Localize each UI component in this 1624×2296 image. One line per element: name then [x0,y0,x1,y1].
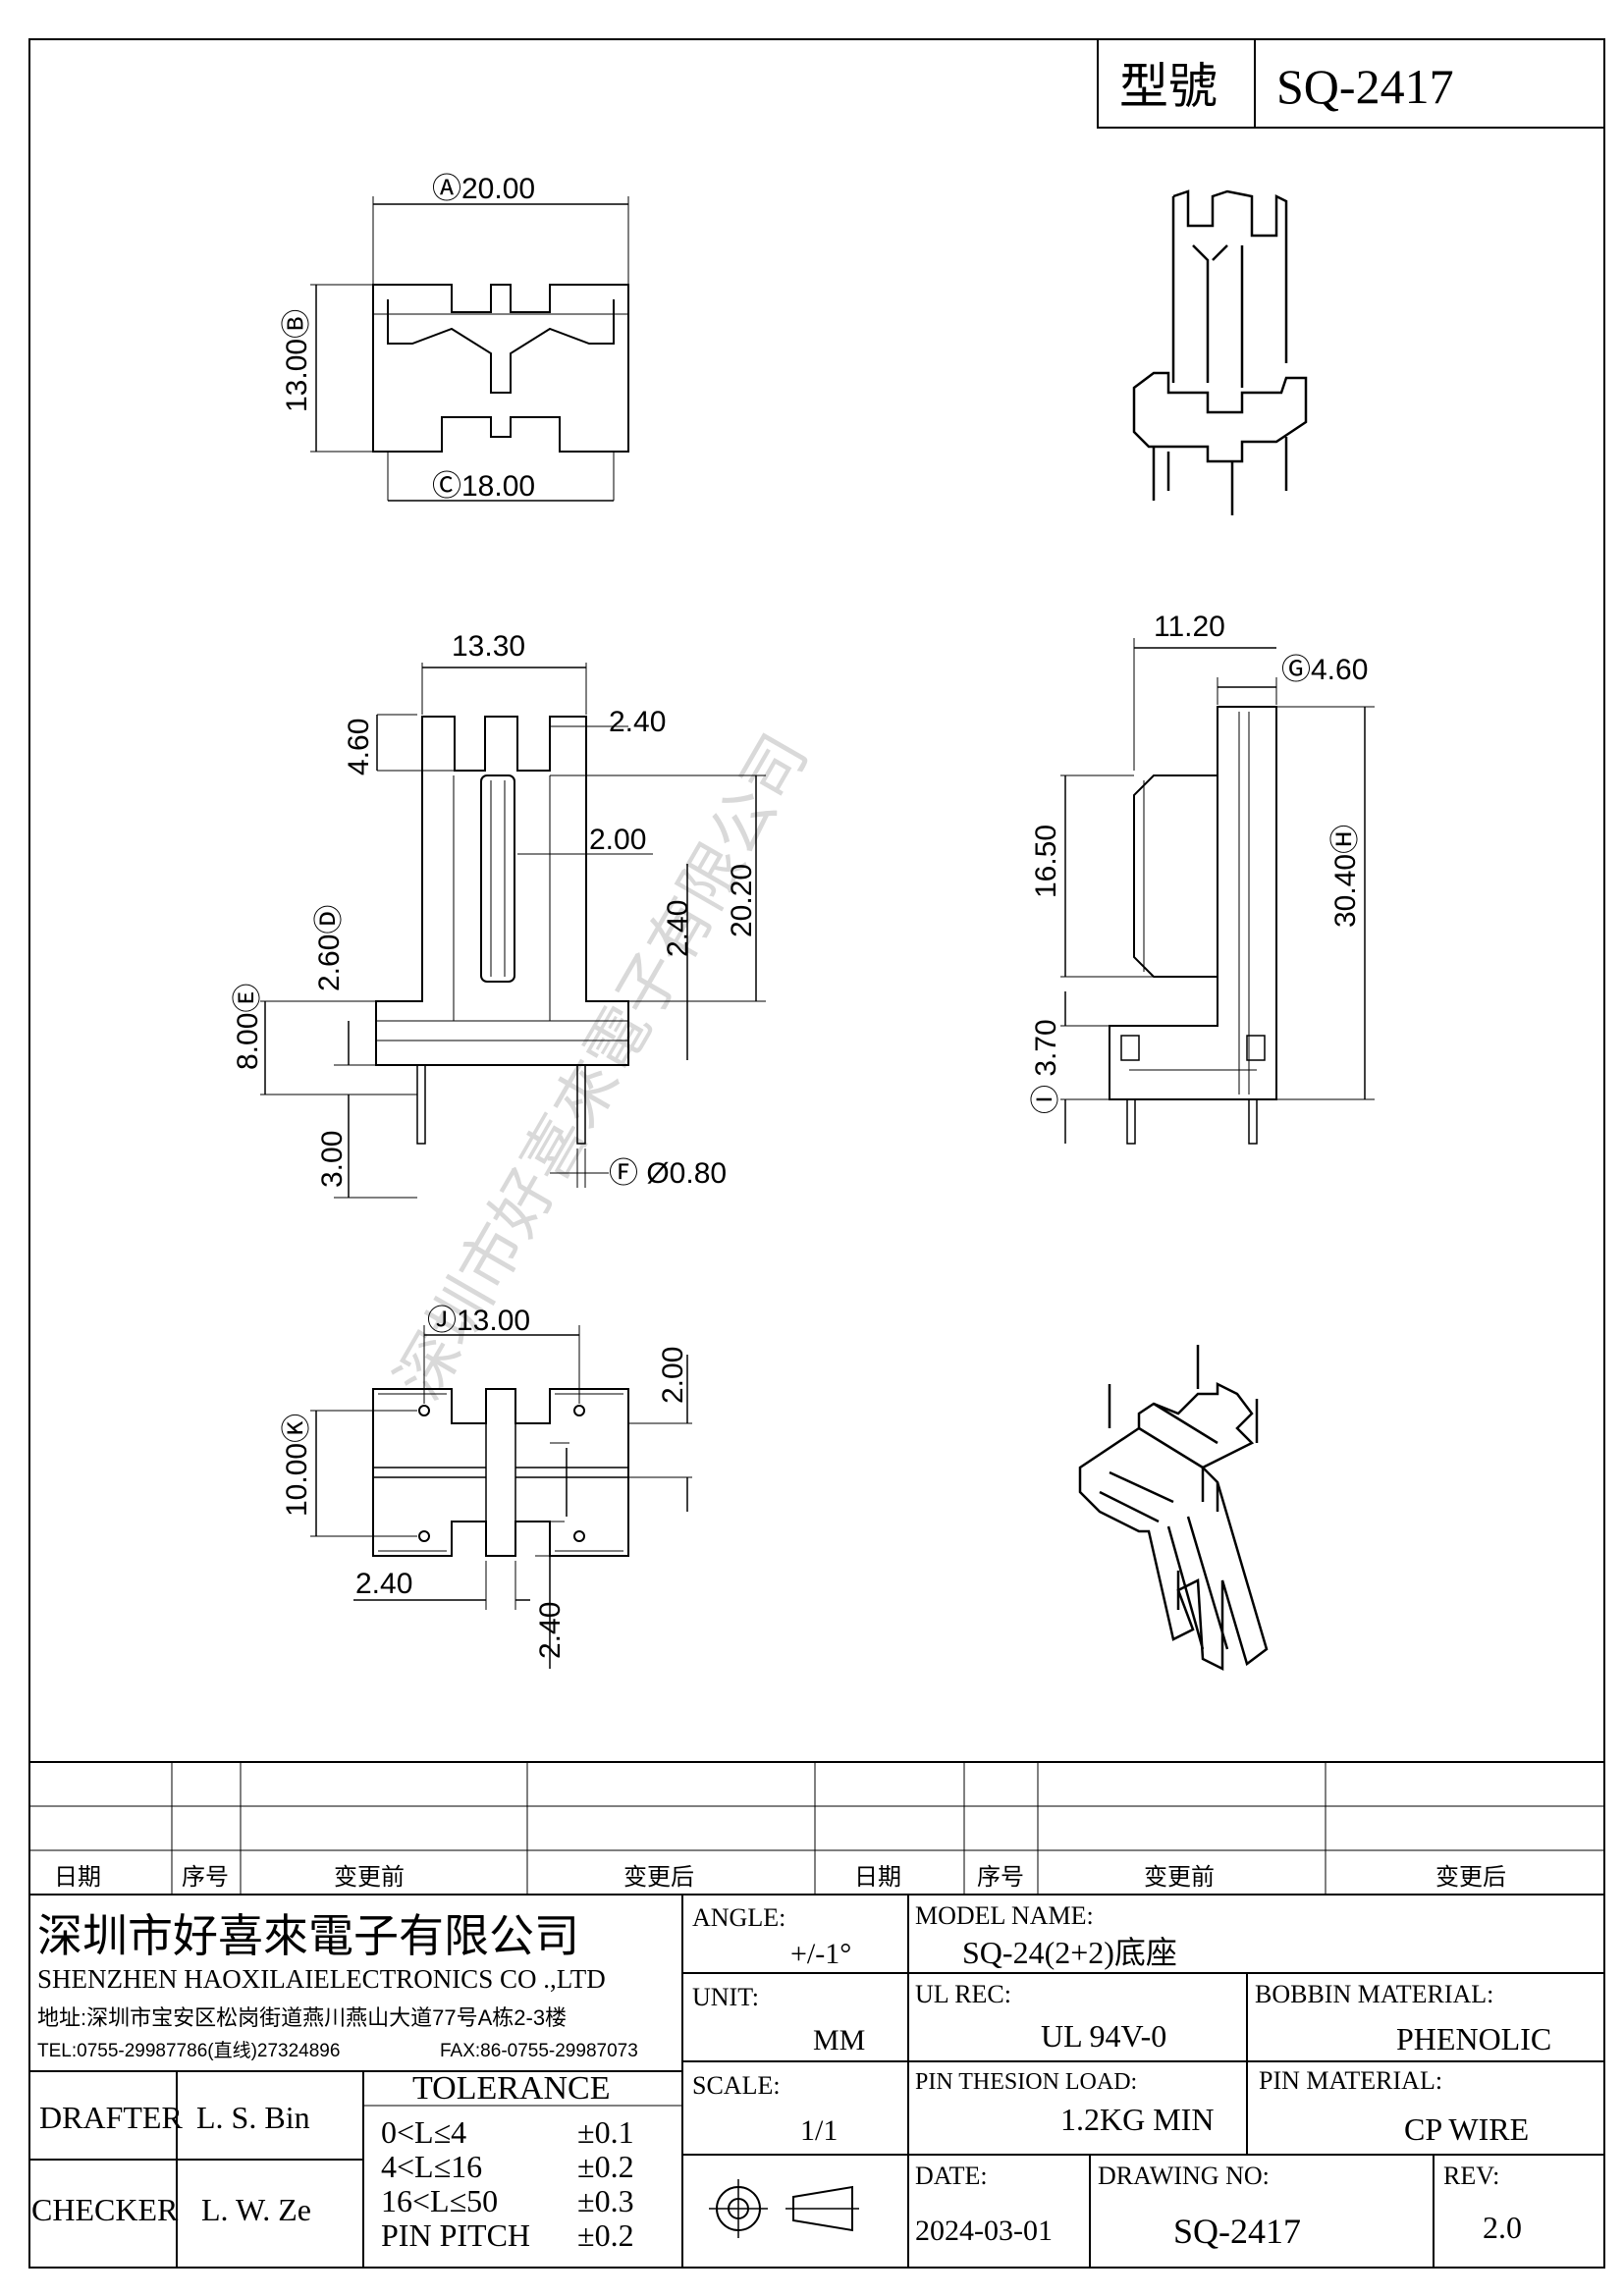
tol-value-2: ±0.3 [577,2183,634,2218]
model-label: 型號 [1119,59,1218,114]
bottom-dJ: Ⓙ13.00 [427,1305,530,1337]
tol-range-2: 16<L≤50 [381,2183,498,2218]
rev-header-after-2: 变更后 [1435,1864,1506,1891]
side-w: 11.20 [1154,611,1225,643]
bottom-dK: 10.00Ⓚ [281,1414,313,1517]
front-d3: 2.40 [662,900,694,957]
sheet-border [28,38,1605,2269]
front-d4: 20.20 [726,864,758,937]
front-dE: 8.00Ⓔ [232,984,264,1070]
dim-a: Ⓐ20.00 [432,173,535,205]
tolerance-label: TOLERANCE [412,2070,610,2107]
pin-load-value: 1.2KG MIN [1060,2102,1214,2137]
company-fax: FAX:86-0755-29987073 [440,2041,638,2061]
unit-label: UNIT: [692,1983,759,2011]
rev-header-date-1: 日期 [54,1864,101,1891]
angle-label: ANGLE: [692,1903,785,1932]
model-value: SQ-2417 [1276,59,1454,114]
pin-load-label: PIN THESION LOAD: [915,2069,1137,2095]
front-view [260,663,766,1199]
company-tel: TEL:0755-29987786(直线)27324896 [37,2040,340,2061]
side-dG: Ⓖ4.60 [1281,654,1368,686]
scale-label: SCALE: [692,2071,781,2100]
rev-value: 2.0 [1483,2210,1522,2245]
pin-material-label: PIN MATERIAL: [1259,2066,1442,2095]
title-block [29,1895,1604,2268]
front-dF: Ⓕ Ø0.80 [609,1157,727,1190]
drawing-no-label: DRAWING NO: [1098,2162,1270,2190]
angle-value: +/-1° [790,1938,851,1970]
bottom-d3: 2.40 [534,1602,567,1659]
model-header: 型號 SQ-2417 [1097,38,1605,129]
rev-label: REV: [1443,2162,1499,2190]
tol-value-3: ±0.2 [577,2217,634,2253]
date-label: DATE: [915,2162,988,2190]
tol-range-0: 0<L≤4 [381,2114,466,2150]
company-name-en: SHENZHEN HAOXILAIELECTRONICS CO .,LTD [37,1964,606,1994]
checker-value: L. W. Ze [201,2192,311,2227]
tol-value-1: ±0.2 [577,2149,634,2184]
model-name-label: MODEL NAME: [915,1901,1094,1930]
front-h1: 4.60 [343,719,375,775]
ul-rec-label: UL REC: [915,1980,1011,2008]
pin-material-value: CP WIRE [1404,2111,1529,2147]
tol-range-1: 4<L≤16 [381,2149,482,2184]
side-d1: 16.50 [1030,825,1062,898]
bottom-d2: 2.40 [355,1568,412,1600]
ul-rec-value: UL 94V-0 [1041,2018,1166,2054]
unit-value: MM [813,2024,865,2056]
tol-range-3: PIN PITCH [381,2217,530,2253]
drafter-label: DRAFTER [39,2100,183,2135]
model-name-value: SQ-24(2+2)底座 [962,1935,1177,1970]
drawing-no-value: SQ-2417 [1173,2212,1301,2251]
front-d2: 2.00 [589,824,646,856]
front-dD: 2.60Ⓓ [313,905,346,991]
revision-table [29,1761,1604,1896]
rev-header-seq-1: 序号 [182,1864,229,1891]
top-view [310,196,629,502]
side-dI: Ⓘ 3.70 [1030,1019,1062,1114]
company-name-cn: 深圳市好喜來電子有限公司 [37,1911,579,1961]
bottom-d1: 2.00 [657,1347,689,1404]
bobbin-material-label: BOBBIN MATERIAL: [1255,1980,1493,2008]
iso-view-bottom [1078,1345,1269,1672]
front-d1: 2.40 [609,706,666,738]
checker-label: CHECKER [31,2192,179,2227]
rev-header-before-1: 变更前 [334,1864,405,1891]
rev-header-seq-2: 序号 [977,1864,1024,1891]
side-dH: 30.40Ⓗ [1329,825,1362,928]
iso-view-top [1132,189,1308,515]
bobbin-material-value: PHENOLIC [1396,2021,1551,2056]
rev-header-date-2: 日期 [854,1864,901,1891]
bottom-view [310,1325,692,1669]
front-d5: 3.00 [316,1131,349,1188]
rev-header-before-2: 变更前 [1144,1864,1215,1891]
rev-header-after-1: 变更后 [623,1864,694,1891]
scale-value: 1/1 [800,2114,838,2147]
company-address: 地址:深圳市宝安区松岗街道燕川燕山大道77号A栋2-3楼 [37,2005,567,2030]
side-view [1060,638,1375,1145]
tol-value-0: ±0.1 [577,2114,634,2150]
dim-c: Ⓒ18.00 [432,470,535,503]
drafter-value: L. S. Bin [196,2100,310,2135]
front-w: 13.30 [452,630,525,663]
dim-b: 13.00Ⓑ [281,309,313,412]
date-value: 2024-03-01 [915,2215,1053,2247]
